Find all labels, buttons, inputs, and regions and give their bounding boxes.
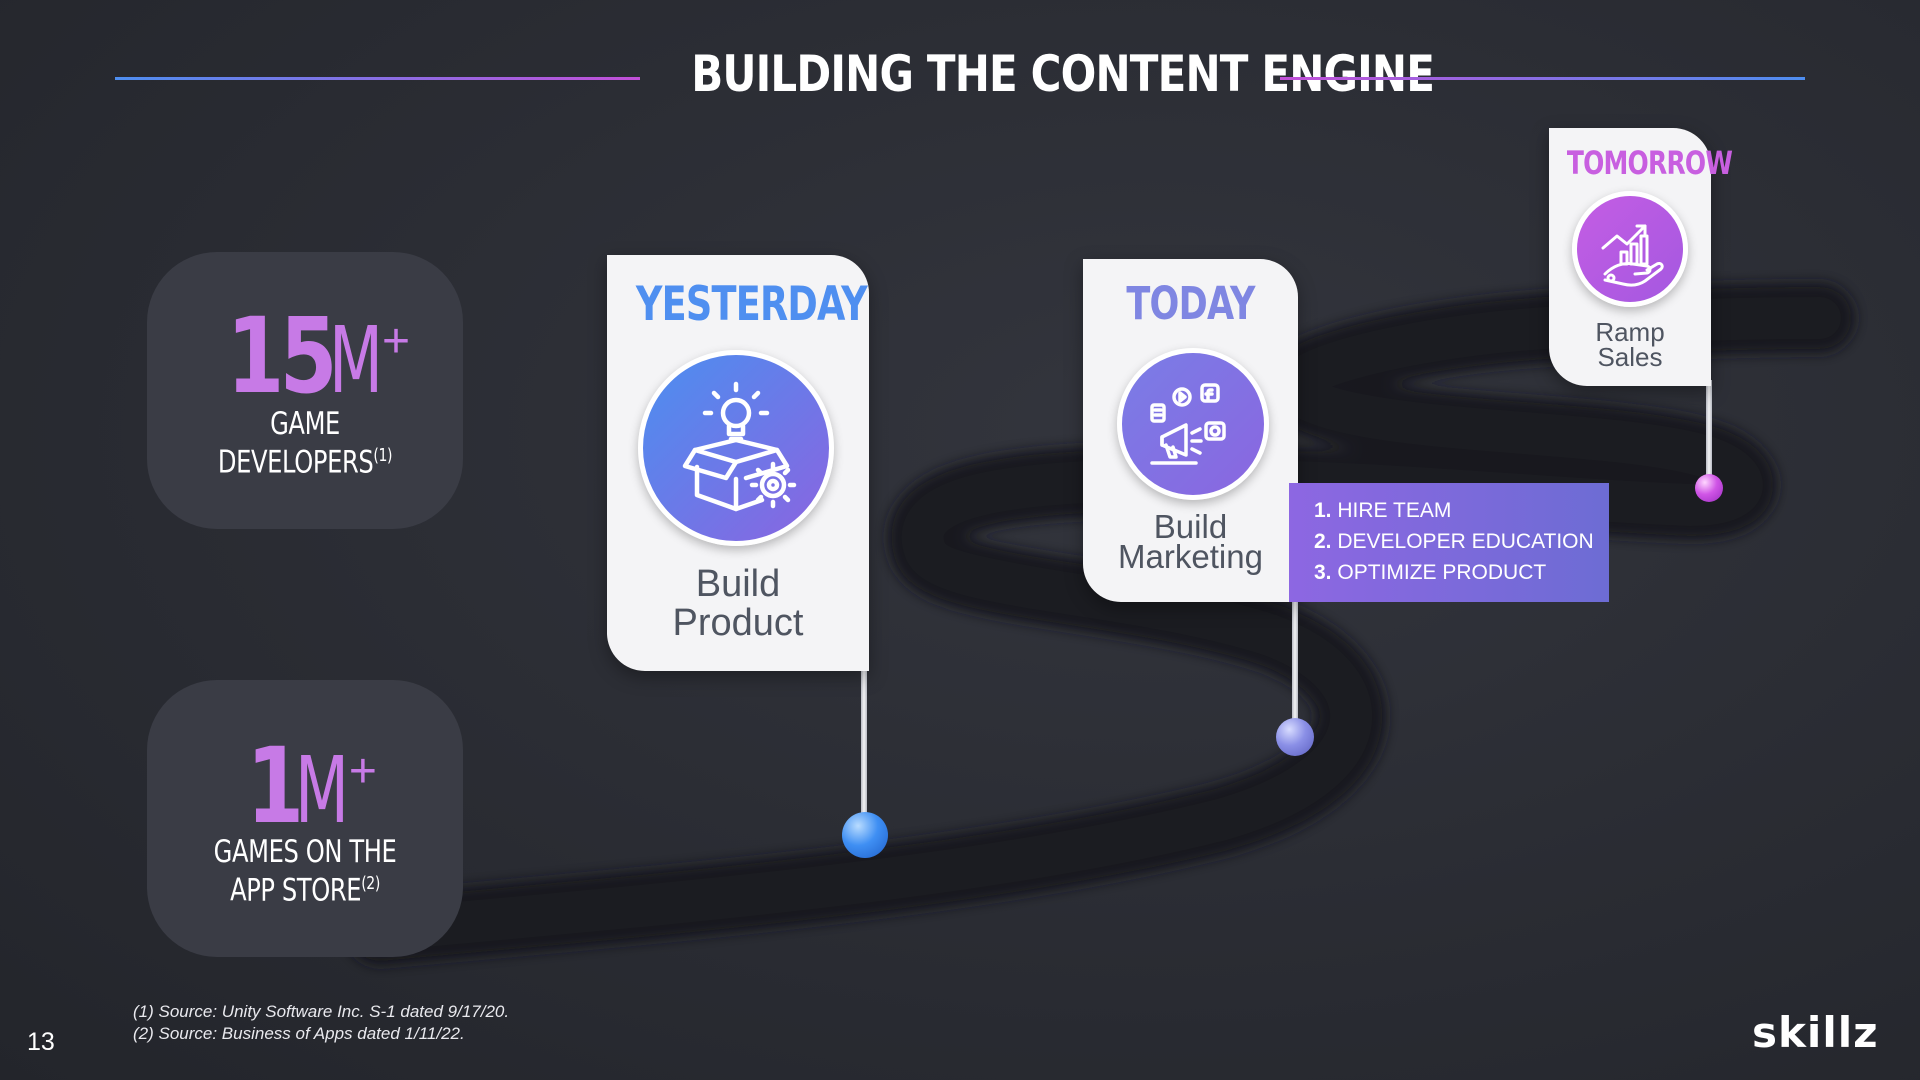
stage-heading: TODAY <box>1126 277 1255 330</box>
task-text: DEVELOPER EDUCATION <box>1337 530 1594 553</box>
stat-unit: M <box>295 737 350 844</box>
milestone-marker-tomorrow <box>1695 474 1723 502</box>
stat-plus: + <box>382 315 411 368</box>
list-item: 1. HIRE TEAM <box>1314 495 1609 526</box>
caption-line1: Build <box>1153 508 1228 545</box>
footnote-2: (2) Source: Business of Apps dated 1/11/… <box>133 1024 465 1043</box>
list-item: 2. DEVELOPER EDUCATION <box>1314 526 1609 557</box>
title-rule-left <box>115 77 640 80</box>
stat-label: GAMES ON THE APP STORE(2) <box>182 836 428 906</box>
flag-pole-yesterday <box>861 660 867 830</box>
title-rule-right <box>1280 77 1805 80</box>
stat-label-line2: DEVELOPERS(1) <box>182 440 428 478</box>
flag-pole-today <box>1292 595 1298 740</box>
box-idea-gear-icon <box>682 381 797 512</box>
task-number: 1. <box>1314 499 1332 522</box>
task-text: OPTIMIZE PRODUCT <box>1337 561 1547 584</box>
task-text: HIRE TEAM <box>1337 499 1452 522</box>
caption-line1: Ramp <box>1595 317 1665 347</box>
stage-heading: TOMORROW <box>1566 144 1733 182</box>
today-task-list: 1. HIRE TEAM 2. DEVELOPER EDUCATION 3. O… <box>1289 483 1609 602</box>
caption-line2: Sales <box>1597 342 1663 372</box>
stage-icon-circle <box>1117 348 1269 500</box>
stat-label-text: DEVELOPERS <box>217 444 374 481</box>
stage-caption: Build Marketing <box>1083 508 1298 575</box>
megaphone-social-icon <box>1150 383 1226 465</box>
caption-line2: Product <box>672 602 804 644</box>
caption-line1: Build <box>695 563 781 605</box>
slide-title: BUILDING THE CONTENT ENGINE <box>691 45 1435 103</box>
stage-card-yesterday: YESTERDAY Build Product <box>607 255 869 671</box>
stat-label-line1: GAME <box>270 406 340 442</box>
page-number: 13 <box>27 1028 55 1056</box>
stage-heading: YESTERDAY <box>635 277 868 332</box>
task-number: 3. <box>1314 561 1332 584</box>
stage-card-today: TODAY Build Marketing <box>1083 259 1298 602</box>
milestone-marker-yesterday <box>842 812 888 858</box>
stat-label-text: APP STORE <box>230 872 362 909</box>
footnote-ref: (1) <box>373 445 393 466</box>
stage-icon-circle <box>1572 191 1688 307</box>
flag-pole-tomorrow <box>1706 380 1712 485</box>
stat-value: 1M+ <box>147 734 463 838</box>
stat-game-developers: 15M+ GAME DEVELOPERS(1) <box>147 252 463 529</box>
stat-games-on-app-store: 1M+ GAMES ON THE APP STORE(2) <box>147 680 463 957</box>
caption-line2: Marketing <box>1118 538 1263 575</box>
stat-value: 15M+ <box>147 304 463 408</box>
stage-caption: Ramp Sales <box>1549 317 1711 372</box>
milestone-marker-today <box>1276 718 1314 756</box>
stage-card-tomorrow: TOMORROW Ramp Sales <box>1549 128 1733 386</box>
stage-caption: Build Product <box>607 565 869 643</box>
footnote-ref: (2) <box>361 873 380 894</box>
stat-label-line2: APP STORE(2) <box>182 868 428 906</box>
list-item: 3. OPTIMIZE PRODUCT <box>1314 557 1609 588</box>
task-number: 2. <box>1314 530 1332 553</box>
hand-growth-chart-icon <box>1601 224 1664 287</box>
stat-number: 1 <box>246 725 304 847</box>
skillz-logo: skillz <box>1752 1008 1879 1057</box>
stat-label-line1: GAMES ON THE <box>213 834 397 870</box>
stat-plus: + <box>348 745 377 798</box>
stat-number: 15 <box>226 295 337 417</box>
footnote-1: (1) Source: Unity Software Inc. S-1 date… <box>133 1002 510 1021</box>
stat-unit: M <box>328 307 383 414</box>
stat-label: GAME DEVELOPERS(1) <box>182 408 428 478</box>
stage-icon-circle <box>638 350 834 546</box>
